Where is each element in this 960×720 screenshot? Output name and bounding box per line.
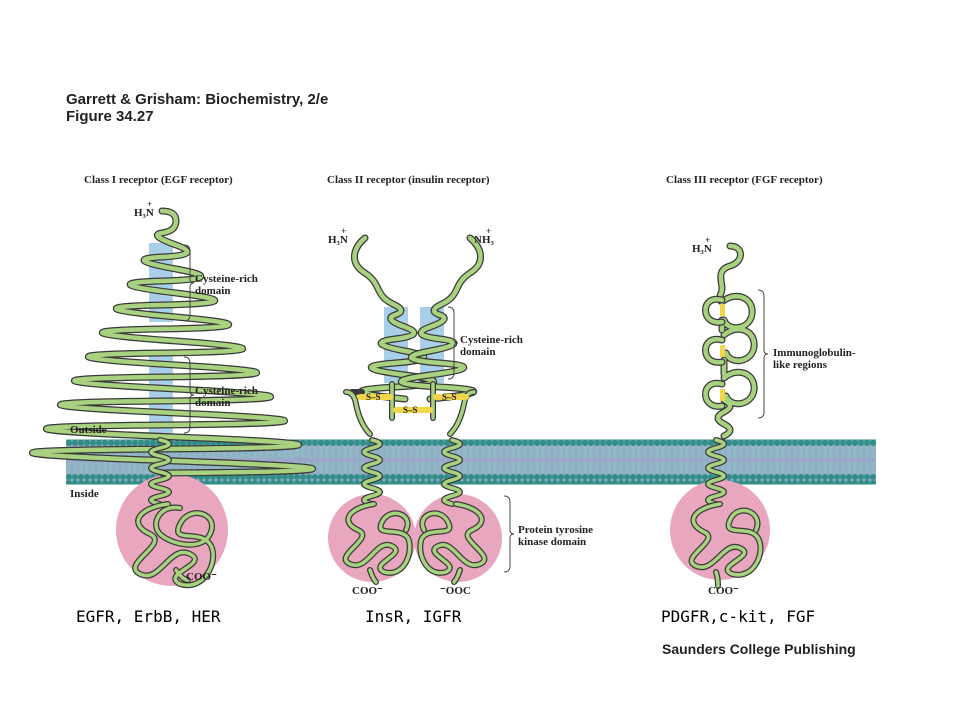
class-i-plus: +	[147, 199, 153, 209]
caption-class-iii: PDGFR,c-kit, FGF	[661, 607, 816, 626]
outside-label: Outside	[70, 424, 107, 436]
ig-like-label: Immunoglobulin- like regions	[773, 347, 856, 371]
class-iii-receptor	[688, 242, 764, 589]
disulfide-label-center: S–S	[403, 405, 418, 415]
cys-rich-label-upper-line2: domain	[195, 285, 231, 297]
kinase-domain-label: Protein tyrosine kinase domain	[518, 524, 593, 548]
class-i-title: Class I receptor (EGF receptor)	[84, 174, 233, 186]
class-ii-receptor	[342, 234, 488, 585]
disulfide-label-right: S–S	[442, 392, 457, 402]
class-ii-title: Class II receptor (insulin receptor)	[327, 174, 490, 186]
class-iii-n-terminus: H₃N	[692, 243, 712, 255]
ig-like-label-line2: like regions	[773, 359, 827, 371]
class-ii-n-terminus-right: NH₃	[474, 234, 494, 246]
cys-rich-label-lower: Cysteine-rich domain	[195, 385, 258, 409]
class-iii-plus: +	[705, 235, 711, 245]
class-iii-c-terminus: COO⁻	[708, 585, 739, 597]
caption-class-ii: InsR, IGFR	[365, 607, 462, 626]
ig-like-label-line1: Immunoglobulin-	[773, 347, 856, 359]
cys-rich-label-class-ii-line2: domain	[460, 346, 496, 358]
cys-rich-label-lower-line1: Cysteine-rich	[195, 385, 258, 397]
class-i-n-terminus: H₃N	[134, 207, 154, 219]
publisher-credit: Saunders College Publishing	[662, 641, 856, 657]
disulfide-label-left: S–S	[366, 392, 381, 402]
cys-rich-label-lower-line2: domain	[195, 397, 231, 409]
class-ii-plus-right: +	[486, 226, 492, 236]
cys-rich-label-class-ii-line1: Cysteine-rich	[460, 334, 523, 346]
cys-rich-label-class-ii: Cysteine-rich domain	[460, 334, 523, 358]
figure-number: Figure 34.27	[66, 108, 154, 125]
cys-box-class-i-lower	[149, 355, 173, 434]
class-ii-n-terminus-left: H₃N	[328, 234, 348, 246]
cys-rich-label-upper-line1: Cysteine-rich	[195, 273, 258, 285]
cys-rich-label-upper: Cysteine-rich domain	[195, 273, 258, 297]
class-ii-c-terminus-right: ⁻OOC	[440, 585, 471, 597]
figure-source-title: Garrett & Grisham: Biochemistry, 2/e	[66, 91, 329, 108]
class-i-receptor	[29, 207, 316, 589]
kinase-domain-label-line1: Protein tyrosine	[518, 524, 594, 536]
class-ii-plus-left: +	[341, 226, 347, 236]
class-i-c-terminus: COO⁻	[186, 571, 217, 583]
brackets	[183, 244, 769, 573]
kinase-domain-label-line2: kinase domain	[518, 536, 587, 548]
inside-label: Inside	[70, 488, 99, 500]
caption-class-i: EGFR, ErbB, HER	[76, 607, 221, 626]
class-iii-title: Class III receptor (FGF receptor)	[666, 174, 823, 186]
class-ii-c-terminus-left: COO⁻	[352, 585, 383, 597]
